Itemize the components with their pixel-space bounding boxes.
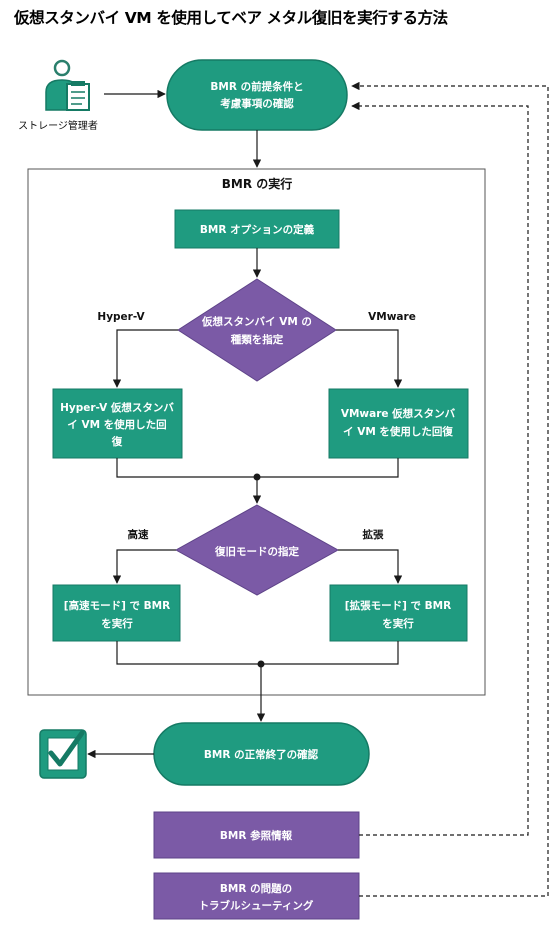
page-title: 仮想スタンバイ VM を使用してベア メタル復旧を実行する方法 xyxy=(14,9,448,27)
reference-label: BMR 参照情報 xyxy=(220,829,293,842)
verify-label: BMR の正常終了の確認 xyxy=(204,748,319,761)
advanced-line-1: [拡張モード] で BMR xyxy=(345,599,451,612)
recovery-mode-label: 復旧モードの指定 xyxy=(214,545,299,558)
arrow-express xyxy=(112,549,176,584)
troubleshoot-line-2: トラブルシューティング xyxy=(199,899,314,912)
branch-advanced-label: 拡張 xyxy=(363,528,384,541)
hyperv-recover-node[interactable] xyxy=(52,388,183,459)
express-mode-node[interactable] xyxy=(52,584,181,642)
vm-type-line-1: 仮想スタンバイ VM の xyxy=(201,315,312,328)
branch-express-label: 高速 xyxy=(128,528,149,541)
arrow-vmware xyxy=(336,329,403,388)
reference-node[interactable] xyxy=(153,811,360,859)
bmr-group-frame xyxy=(27,168,486,696)
merge-line-2 xyxy=(116,641,399,665)
dashed-link-troubleshoot xyxy=(351,81,549,897)
advanced-line-2: を実行 xyxy=(382,617,414,630)
hyperv-recover-line-1: Hyper-V 仮想スタンバ xyxy=(60,401,174,414)
prereq-line-1: BMR の前提条件と xyxy=(210,80,303,93)
define-options-node[interactable] xyxy=(174,209,340,249)
recovery-mode-decision[interactable] xyxy=(174,504,340,596)
express-line-1: [高速モード] で BMR xyxy=(64,599,170,612)
prereq-node[interactable] xyxy=(166,59,348,131)
advanced-mode-node[interactable] xyxy=(329,584,468,642)
arrow-advanced xyxy=(338,549,403,584)
vmware-recover-line-2: イ VM を使用した回復 xyxy=(343,425,453,438)
checkmark-icon xyxy=(39,729,87,779)
actor-label: ストレージ管理者 xyxy=(18,119,98,132)
branch-vmware-label: VMware xyxy=(368,311,416,323)
hyperv-recover-line-2: イ VM を使用した回 xyxy=(67,418,166,431)
prereq-line-2: 考慮事項の確認 xyxy=(220,97,294,110)
storage-admin-icon xyxy=(37,59,99,111)
hyperv-recover-line-3: 復 xyxy=(111,435,123,448)
vmware-recover-line-1: VMware 仮想スタンバ xyxy=(341,407,456,420)
branch-hyperv-label: Hyper-V xyxy=(97,311,145,323)
vmware-recover-node[interactable] xyxy=(328,388,469,459)
bmr-group-title: BMR の実行 xyxy=(222,176,293,191)
define-options-label: BMR オプションの定義 xyxy=(200,223,315,236)
vm-type-decision[interactable] xyxy=(177,278,337,382)
arrow-hyperv xyxy=(112,329,178,388)
vm-type-line-2: 種類を指定 xyxy=(231,333,284,346)
dashed-link-reference xyxy=(351,101,529,836)
troubleshoot-node[interactable] xyxy=(153,872,360,920)
troubleshoot-line-1: BMR の問題の xyxy=(220,883,292,895)
express-line-2: を実行 xyxy=(101,617,133,630)
